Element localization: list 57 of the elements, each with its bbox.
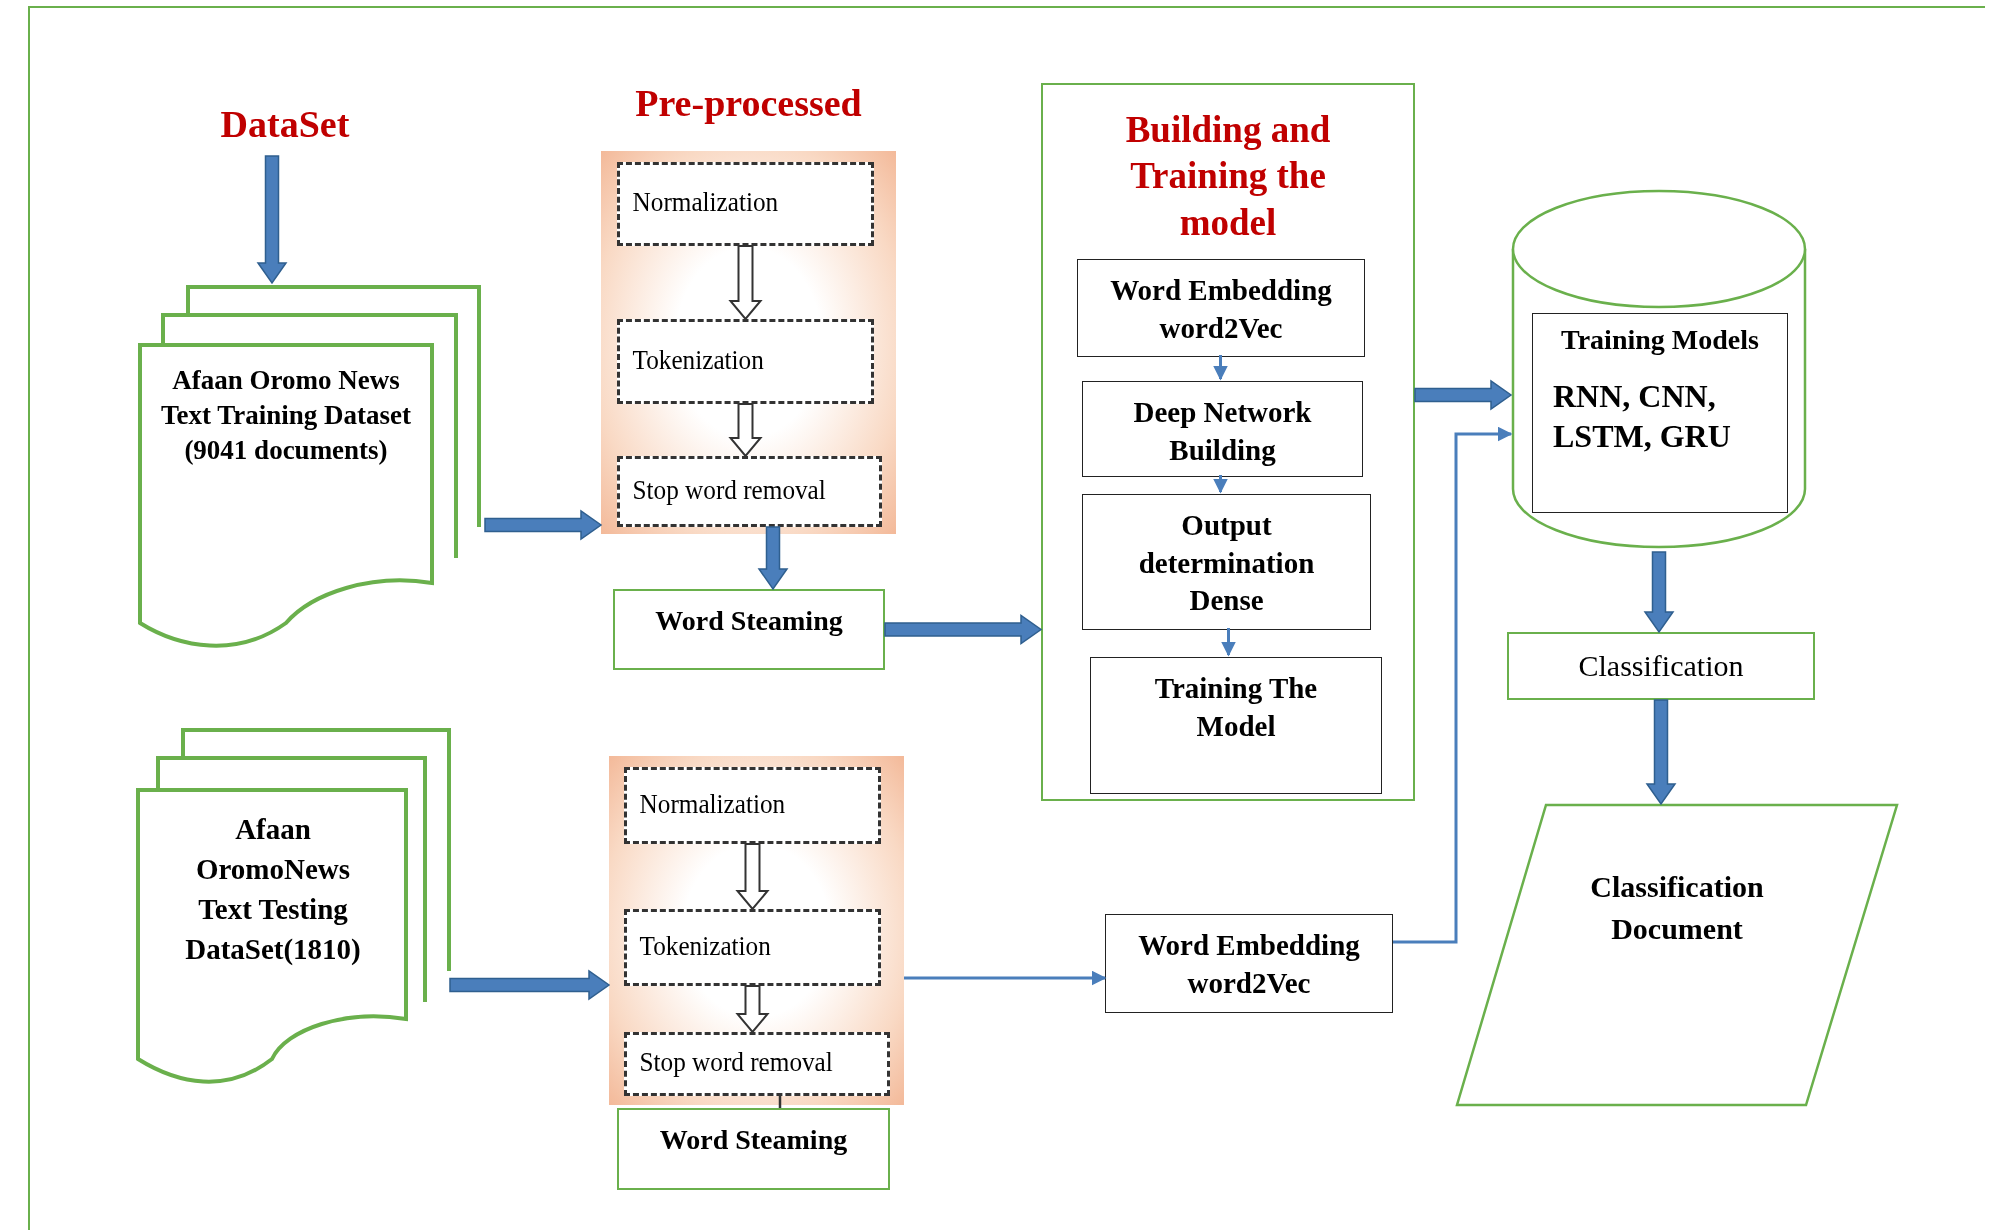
step-box (624, 909, 881, 986)
model-names: RNN, CNN, LSTM, GRU (1553, 377, 1732, 456)
process-box (1105, 914, 1393, 1013)
process-box (1090, 657, 1382, 794)
arrow (904, 970, 1107, 986)
section-heading: Pre-processed (634, 81, 863, 126)
step-label: Stop word removal (638, 1045, 834, 1079)
process-box (1082, 494, 1371, 630)
arrow (1643, 551, 1675, 634)
document-text: Afaan OromoNews Text Testing DataSet(1810) (184, 812, 362, 968)
process-box (1507, 632, 1815, 700)
process-label: Word Embedding word2Vec (1137, 928, 1361, 1001)
arrow (1645, 699, 1677, 806)
step-box (624, 1032, 890, 1096)
process-label: Training The Model (1153, 671, 1319, 744)
process-label: Word Steaming (654, 604, 844, 638)
step-label: Stop word removal (631, 472, 827, 507)
step-box (624, 767, 881, 844)
model-list-box (1532, 313, 1788, 513)
output-label: Classification Document (1589, 869, 1765, 947)
process-box (1077, 259, 1365, 357)
model-building-panel (1041, 83, 1415, 801)
arrow (728, 403, 763, 458)
step-label: Normalization (638, 786, 787, 821)
section-heading: DataSet (195, 100, 375, 156)
arrow (735, 843, 770, 911)
step-box (617, 162, 874, 246)
arrow (484, 509, 603, 541)
step-label: Normalization (631, 185, 780, 219)
output-parallelogram (1456, 804, 1898, 1106)
arrow (728, 245, 763, 321)
process-label: Word Embedding word2Vec (1109, 273, 1333, 346)
process-box (617, 1108, 890, 1190)
process-box (613, 589, 885, 670)
arrow (256, 155, 288, 285)
document-text: Afaan Oromo News Text Training Dataset (9041 documents) (160, 364, 412, 468)
box-heading: Training Models (1560, 323, 1760, 357)
process-box (1082, 381, 1363, 477)
process-label: Output determination Dense (1137, 508, 1316, 619)
arrow (1221, 628, 1236, 657)
process-label: Word Steaming (658, 1123, 849, 1157)
arrow (1393, 426, 1513, 944)
process-label: Deep Network Building (1132, 395, 1313, 468)
arrow (1414, 379, 1513, 411)
arrow (884, 614, 1043, 645)
step-box (617, 319, 874, 404)
arrow (757, 526, 789, 591)
section-heading: Building and Training the model (1124, 108, 1332, 245)
arrow (1213, 475, 1228, 494)
step-box (617, 456, 882, 527)
preprocessing-panel (609, 756, 904, 1105)
process-label: Classification (1577, 648, 1745, 684)
step-label: Tokenization (638, 928, 772, 963)
arrow (1213, 355, 1228, 381)
step-label: Tokenization (631, 342, 765, 377)
arrow (449, 969, 611, 1001)
arrow (735, 985, 770, 1034)
